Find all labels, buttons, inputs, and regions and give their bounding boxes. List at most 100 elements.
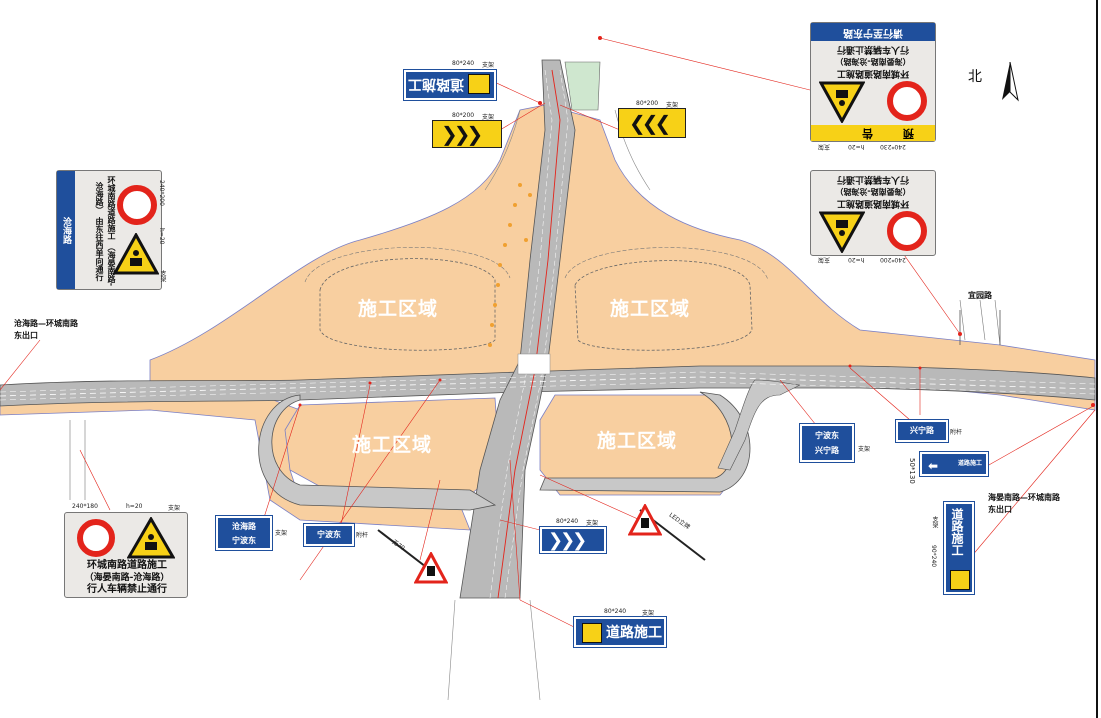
top-road-work-spec: 80*240 [452,60,475,67]
top-right-panel-line3: 行人车辆禁止通行 [837,44,910,54]
left-vertical-panel-dir: 沧海路 [57,171,75,289]
no-entry-icon-3 [117,185,157,225]
left-vertical-panel-text: 环城南路道路施工 （海晏南路-沧海路） 由东往西单向通行 [77,175,117,287]
mid-right-panel-line3: 行人车辆禁止通行 [837,174,910,184]
bottom-left-panel: 环城南路道路施工 （海晏南路-沧海路） 行人车辆禁止通行 [64,512,188,598]
dir-small-right-text: 道路施工 [957,460,982,467]
top-right-panel-line2: （海晏南路-沧海路） [835,57,911,66]
top-right-panel-spec: 240*230 [880,143,906,150]
left-vertical-panel-spec: 240*200 [158,180,165,206]
mid-right-panel-line1: 环城南路道路施工 [837,198,910,208]
no-entry-icon-4 [77,519,115,557]
no-entry-icon [887,81,927,121]
top-road-work-sign: 道路施工 [403,69,497,101]
top-right-panel-mount: 支架 [818,143,831,150]
mid-right-panel-line2: （海晏南路-沧海路） [835,187,911,196]
bottom-chevron-sign: ❯❯❯ [539,526,607,554]
vertical-road-work-spec: 90*240 [930,545,937,568]
bottom-road-work-spec: 80*240 [604,608,627,615]
vertical-road-work-mount: 支架 [931,516,938,528]
zone-label-se: 施工区域 [597,430,678,452]
bottom-left-panel-line1: 环城南路道路施工 [87,560,167,571]
dir-ningbo-right-line1: 宁波东 [815,431,839,440]
bottom-left-panel-spec: 240*180 [72,503,98,510]
mid-right-panel-spec: 240*200 [880,256,906,263]
dir-xingning-sign: 兴宁路 [895,419,949,443]
chevron-right-spec: 80*200 [636,100,659,107]
bottom-left-panel-height: h=20 [126,503,143,510]
chevron-left-mount: 支架 [482,114,495,121]
worker-warning-icon-3 [582,623,602,643]
dir-canghai-line1: 沧海路 [232,522,256,531]
dir-ningbo-left-sign: 宁波东 [303,523,355,547]
bottom-chevron-mount: 支架 [586,520,599,527]
dir-small-right-sign: ⬅ 道路施工 [919,451,989,477]
no-entry-icon-2 [887,211,927,251]
bottom-left-panel-mount: 支架 [168,505,181,512]
road-work-warning-icon-2 [819,211,865,253]
main-road-ew [0,365,1096,407]
construction-area-main [149,104,1096,411]
chevron-arrows-icon: ❯❯❯ [548,530,587,551]
left-vertical-panel-mount: 支架 [159,270,166,282]
left-vertical-panel-line1: 环城南路道路施工 [107,175,116,240]
top-right-panel-notice: 预告 [811,125,935,141]
bottom-road-work-sign: 道路施工 [573,616,667,648]
dir-ningbo-left-mount: 附杆 [356,532,369,539]
chevron-right-sign: ❯❯❯ [432,120,502,148]
dir-canghai-line2: 宁波东 [232,536,256,545]
road-label-haiyan-1: 海晏南路—环城南路 [988,493,1060,502]
north-arrow-icon [1002,62,1019,102]
tri-warning-left-icon [414,552,448,584]
top-right-panel-line1: 环城南路道路施工 [837,68,910,78]
chevron-left-sign: ❮❮❮ [618,108,686,138]
road-label-yiyuan: 宜园路 [968,291,992,300]
chevron-right-mount: 支架 [666,102,679,109]
bottom-left-panel-line3: 行人车辆禁止通行 [87,584,167,595]
road-work-warning-icon-4 [127,517,175,559]
dir-canghai-mount: 支架 [275,530,288,537]
vertical-road-work-sign: 道路施工 [943,501,975,595]
zone-label-ne: 施工区域 [610,298,691,320]
cone-markers [488,183,532,347]
top-road-work-text: 道路施工 [408,76,464,92]
vertical-road-work-text: 道路施工 [950,508,964,556]
top-road-work-mount: 支架 [482,62,495,69]
worker-warning-icon-2 [950,570,970,590]
left-vertical-panel-line3: 由东往西单向通行 [95,216,104,281]
chevron-left-spec: 80*200 [452,112,475,119]
road-label-canghai-1: 沧海路—环城南路 [14,319,78,328]
dir-ningbo-right-mount: 支架 [858,446,871,453]
north-label: 北 [968,69,982,85]
loop-ramp-sw [258,394,497,511]
top-right-panel-line4: 请行至宁东路 [811,23,935,41]
dir-ningbo-right-sign: 宁波东 兴宁路 [799,423,855,463]
top-right-panel: 预告 环城南路道路施工 （海晏南路-沧海路） 行人车辆禁止通行 请行至宁东路 [810,22,936,142]
left-vertical-panel: 沧海路 环城南路道路施工 （海晏南路-沧海路） 由东往西单向通行 [56,170,162,290]
bottom-chevron-spec: 80*240 [556,518,579,525]
zone-label-nw: 施工区域 [358,298,439,320]
left-arrow-icon: ⬅ [928,459,939,473]
mid-right-panel: 环城南路道路施工 （海晏南路-沧海路） 行人车辆禁止通行 [810,170,936,256]
left-vertical-panel-line2: （海晏南路-沧海路） [95,181,116,287]
road-work-warning-icon [819,81,865,123]
bottom-left-panel-line2: （海晏南路-沧海路） [84,573,170,583]
road-work-warning-icon-3 [113,233,159,275]
dir-canghai-sign: 沧海路 宁波东 [215,515,273,551]
top-right-panel-height: h=20 [848,143,865,150]
mid-right-panel-mount: 支架 [818,256,831,263]
left-vertical-panel-height: h=20 [158,228,165,245]
bottom-road-work-text: 道路施工 [606,625,662,641]
dir-ningbo-right-line2: 兴宁路 [815,446,839,455]
road-label-canghai-2: 东出口 [14,331,38,340]
mid-right-panel-height: h=20 [848,256,865,263]
bottom-road-work-mount: 支架 [642,610,655,617]
worker-warning-icon [468,74,490,94]
road-label-haiyan-2: 东出口 [988,505,1012,514]
dir-small-right-spec: 50*130 [908,458,916,484]
dir-xingning-mount: 附杆 [950,429,963,436]
tri-warning-right-icon [628,504,662,536]
zone-label-sw: 施工区域 [352,434,433,456]
